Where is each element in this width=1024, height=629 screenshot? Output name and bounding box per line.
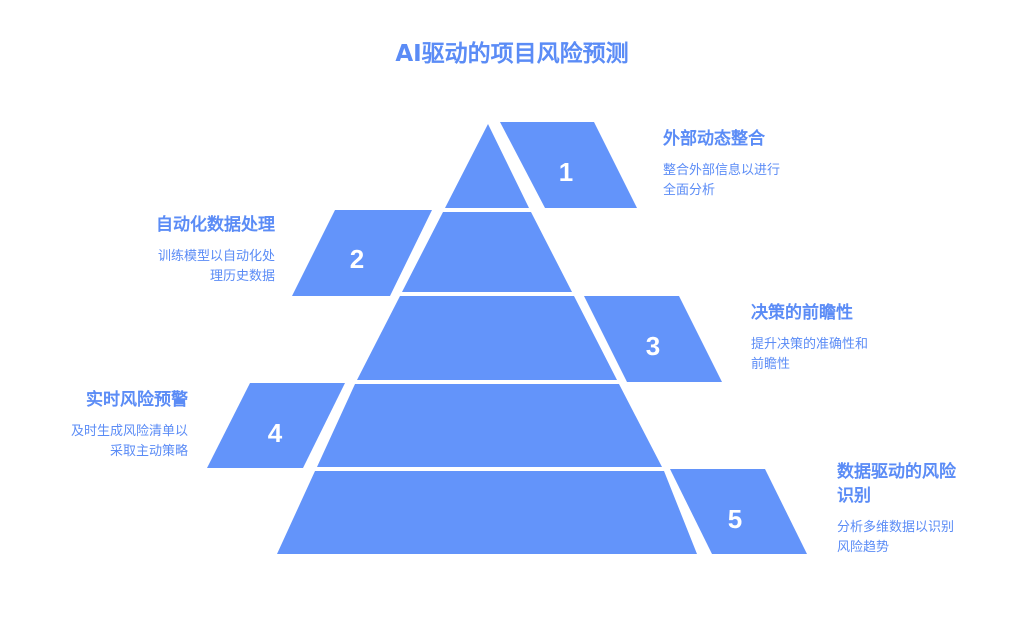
item-2: 自动化数据处理 训练模型以自动化处 理历史数据: [60, 213, 275, 287]
pyramid-layer-5: [277, 471, 697, 554]
badge-4-shape: [207, 383, 345, 468]
item-3-desc-line-2: 前瞻性: [751, 357, 791, 372]
item-2-desc-line-2: 理历史数据: [209, 269, 275, 284]
page-title: AI驱动的项目风险预测: [395, 41, 629, 67]
item-4-desc-line-2: 采取主动策略: [109, 444, 188, 459]
item-1-title: 外部动态整合: [663, 129, 765, 149]
badge-2-shape: [292, 210, 432, 296]
badge-1-number: 1: [559, 157, 573, 187]
pyramid-layer-3: [357, 296, 617, 380]
item-5-title-line-1: 数据驱动的风险: [837, 462, 956, 482]
item-2-desc: 训练模型以自动化处 理历史数据: [60, 247, 275, 287]
item-1-desc: 整合外部信息以进行 全面分析: [663, 161, 863, 201]
item-3-title: 决策的前瞻性: [751, 303, 853, 323]
badge-2-number: 2: [350, 244, 364, 274]
item-5-desc-line-2: 风险趋势: [837, 540, 890, 555]
badge-1-shape: [500, 122, 637, 208]
badge-5-shape: [670, 469, 807, 554]
item-4-desc-line-1: 及时生成风险清单以: [70, 424, 188, 439]
item-5-desc-line-1: 分析多维数据以识别: [837, 520, 955, 535]
item-2-title: 自动化数据处理: [156, 215, 275, 235]
item-4: 实时风险预警 及时生成风险清单以 采取主动策略: [0, 388, 188, 462]
item-3: 决策的前瞻性 提升决策的准确性和 前瞻性: [751, 301, 951, 375]
item-2-desc-line-1: 训练模型以自动化处: [157, 249, 275, 264]
item-3-desc-line-1: 提升决策的准确性和: [751, 337, 869, 352]
item-1-desc-line-2: 全面分析: [663, 183, 716, 198]
item-5-title: 数据驱动的风险 识别: [837, 460, 1017, 508]
badge-3-shape: [584, 296, 722, 382]
pyramid-layer-1: [445, 124, 529, 208]
item-3-desc: 提升决策的准确性和 前瞻性: [751, 335, 951, 375]
pyramid-layer-2: [402, 212, 572, 292]
badge-4-number: 4: [268, 418, 283, 448]
badge-5-number: 5: [728, 504, 742, 534]
item-5-title-line-2: 识别: [837, 486, 871, 506]
item-1-desc-line-1: 整合外部信息以进行: [663, 163, 781, 178]
item-4-desc: 及时生成风险清单以 采取主动策略: [0, 422, 188, 462]
item-5: 数据驱动的风险 识别 分析多维数据以识别 风险趋势: [837, 460, 1017, 558]
badge-3-number: 3: [646, 331, 660, 361]
pyramid-layer-4: [317, 384, 662, 467]
item-5-desc: 分析多维数据以识别 风险趋势: [837, 518, 1017, 558]
item-4-title: 实时风险预警: [86, 390, 188, 410]
item-1: 外部动态整合 整合外部信息以进行 全面分析: [663, 127, 863, 201]
